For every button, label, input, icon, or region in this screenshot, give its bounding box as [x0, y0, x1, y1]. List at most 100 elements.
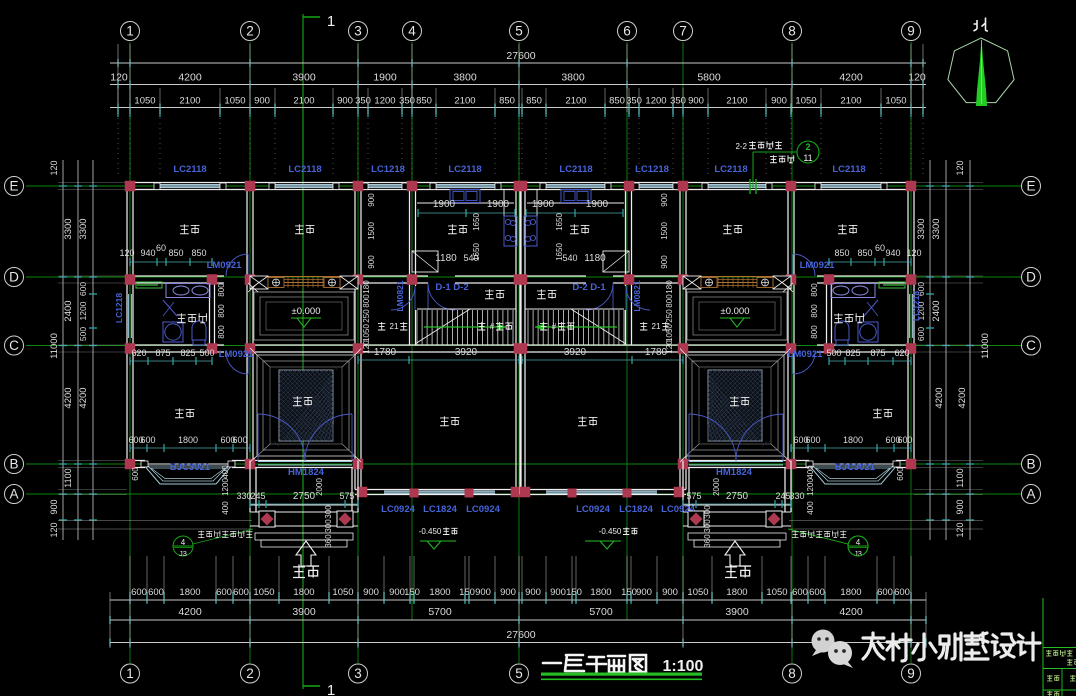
svg-text:875: 875 — [155, 348, 170, 358]
svg-text:LC2118: LC2118 — [714, 164, 747, 175]
svg-text:825: 825 — [180, 348, 195, 358]
svg-text:LC1218: LC1218 — [114, 293, 124, 324]
svg-text:900: 900 — [636, 587, 652, 598]
svg-text:2-2: 2-2 — [735, 142, 747, 151]
svg-text:B: B — [9, 457, 18, 472]
svg-text:1800: 1800 — [726, 587, 747, 598]
svg-text:E: E — [9, 179, 18, 194]
svg-text:400: 400 — [221, 501, 230, 515]
svg-text:900: 900 — [525, 587, 541, 598]
svg-text:1200: 1200 — [916, 301, 926, 320]
svg-text:600: 600 — [233, 587, 249, 598]
svg-text:900: 900 — [660, 255, 669, 269]
svg-text:LM0921: LM0921 — [207, 260, 243, 271]
svg-text:500: 500 — [826, 348, 841, 358]
svg-text:600: 600 — [78, 282, 88, 296]
svg-text:A: A — [9, 487, 18, 502]
svg-text:27600: 27600 — [506, 50, 535, 62]
svg-text:1: 1 — [327, 682, 335, 696]
svg-text:3900: 3900 — [292, 72, 316, 84]
svg-text:120: 120 — [955, 522, 965, 537]
svg-text:1800: 1800 — [840, 587, 861, 598]
svg-text:1200: 1200 — [78, 301, 88, 320]
svg-text:LC2118: LC2118 — [832, 164, 865, 175]
svg-text:LC1824: LC1824 — [619, 504, 654, 515]
svg-text:2: 2 — [246, 666, 254, 681]
svg-text:11000: 11000 — [49, 333, 60, 359]
svg-text:300: 300 — [703, 519, 712, 533]
svg-text:D-2 D-1: D-2 D-1 — [572, 282, 606, 293]
svg-text:940: 940 — [885, 248, 900, 258]
svg-text:900: 900 — [475, 587, 491, 598]
svg-text:1800: 1800 — [178, 435, 198, 445]
svg-text:900: 900 — [688, 96, 704, 107]
svg-text:±0.000: ±0.000 — [292, 306, 321, 317]
svg-text:600: 600 — [216, 587, 232, 598]
svg-text:1050: 1050 — [224, 96, 245, 107]
svg-text:575: 575 — [339, 491, 354, 501]
svg-text:1780: 1780 — [374, 347, 397, 358]
svg-text:500: 500 — [78, 327, 88, 341]
svg-text:120: 120 — [955, 160, 965, 175]
svg-text:1650: 1650 — [472, 213, 481, 231]
svg-text:400: 400 — [806, 465, 815, 479]
svg-text:9: 9 — [907, 24, 915, 39]
svg-text:360: 360 — [703, 534, 712, 548]
svg-text:800: 800 — [217, 304, 226, 318]
svg-text:350: 350 — [355, 96, 371, 107]
svg-text:2100: 2100 — [565, 96, 586, 107]
svg-text:150: 150 — [459, 587, 475, 598]
svg-text:850: 850 — [416, 96, 432, 107]
svg-text:LM0821: LM0821 — [395, 280, 405, 311]
svg-text:330: 330 — [789, 491, 804, 501]
svg-text:2: 2 — [805, 142, 810, 152]
svg-text:850: 850 — [526, 96, 542, 107]
svg-text:900: 900 — [955, 499, 965, 514]
svg-text:27600: 27600 — [506, 629, 535, 641]
svg-text:400: 400 — [221, 465, 230, 479]
svg-text:4: 4 — [181, 538, 186, 547]
svg-text:900: 900 — [367, 193, 376, 207]
svg-text:350: 350 — [670, 96, 686, 107]
svg-text:2100: 2100 — [179, 96, 200, 107]
svg-text:3300: 3300 — [916, 218, 927, 239]
svg-text:HM1824: HM1824 — [716, 467, 753, 478]
svg-text:#: # — [490, 322, 495, 331]
svg-text:HM1824: HM1824 — [288, 467, 325, 478]
svg-text:180: 180 — [665, 280, 674, 294]
svg-text:1780: 1780 — [645, 347, 668, 358]
svg-text:600: 600 — [916, 327, 926, 341]
svg-text:600: 600 — [128, 435, 143, 445]
svg-text:1: 1 — [126, 666, 134, 681]
svg-text:1050: 1050 — [332, 587, 353, 598]
svg-text:1200: 1200 — [221, 478, 230, 496]
svg-text:900: 900 — [771, 96, 787, 107]
svg-text:LC2118: LC2118 — [559, 164, 592, 175]
svg-text:850: 850 — [834, 248, 849, 258]
svg-text:1200: 1200 — [374, 96, 395, 107]
svg-text:60: 60 — [875, 243, 885, 253]
svg-text:850: 850 — [191, 248, 206, 258]
svg-text:4200: 4200 — [839, 606, 863, 618]
svg-text:3900: 3900 — [725, 606, 749, 618]
svg-text:600: 600 — [220, 435, 235, 445]
svg-text:LM0921: LM0921 — [788, 349, 824, 360]
svg-text:D: D — [1026, 270, 1036, 285]
svg-text:1050: 1050 — [885, 96, 906, 107]
svg-text:LM0921: LM0921 — [800, 260, 836, 271]
svg-text:4: 4 — [856, 538, 861, 547]
svg-text:4200: 4200 — [934, 387, 945, 408]
svg-text:4200: 4200 — [178, 606, 202, 618]
svg-text:8: 8 — [788, 24, 796, 39]
svg-text:120: 120 — [49, 522, 59, 537]
svg-text:850: 850 — [499, 96, 515, 107]
svg-text:1200: 1200 — [806, 478, 815, 496]
svg-text:120: 120 — [362, 340, 371, 354]
svg-text:620: 620 — [131, 348, 146, 358]
svg-text:1800: 1800 — [179, 587, 200, 598]
svg-text:2100: 2100 — [293, 96, 314, 107]
svg-text:800: 800 — [665, 294, 674, 308]
svg-text:1800: 1800 — [843, 435, 863, 445]
svg-text:600: 600 — [131, 467, 140, 481]
svg-text:1050: 1050 — [795, 96, 816, 107]
